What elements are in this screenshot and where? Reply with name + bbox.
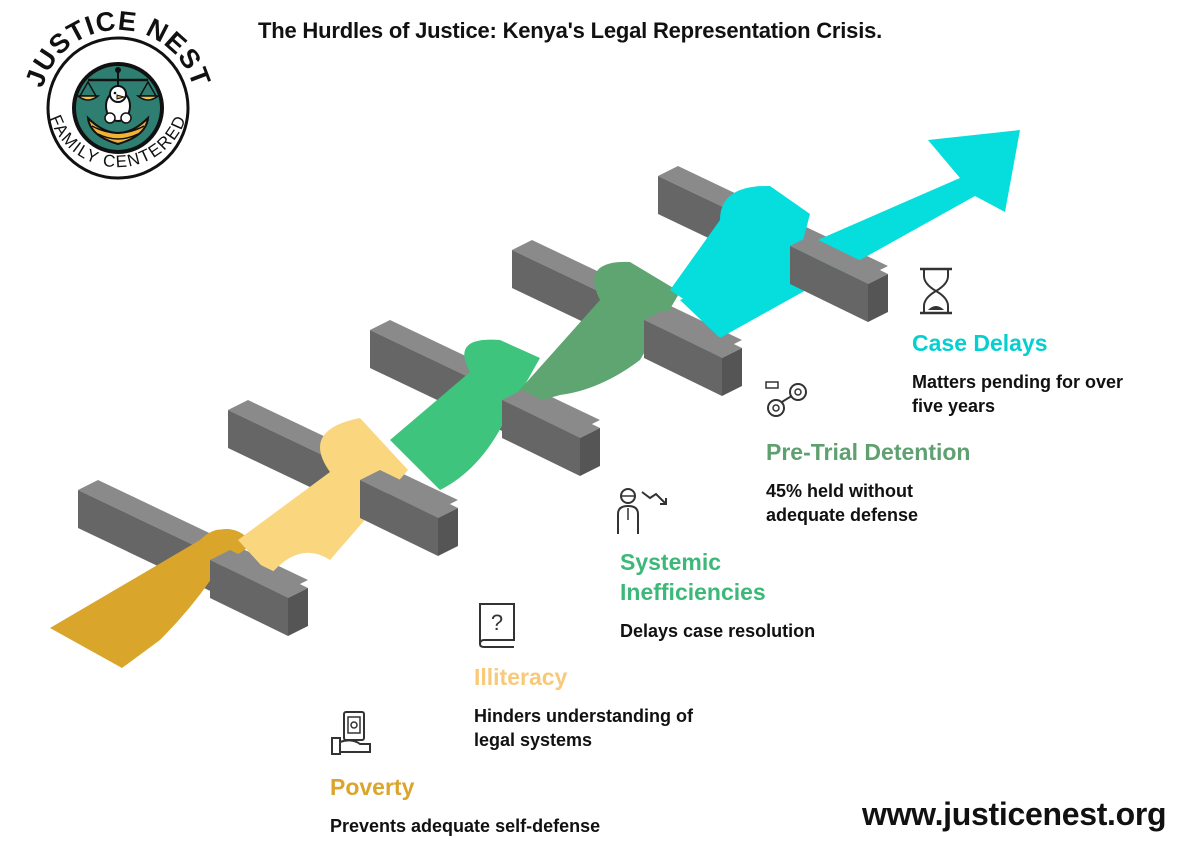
- hand-money-icon: [331, 711, 371, 755]
- barrier-front-1: [210, 550, 308, 636]
- stage-casedelays: Case Delays Matters pending for over fiv…: [912, 328, 1152, 418]
- stage-pretrial: Pre-Trial Detention 45% held without ade…: [766, 437, 1006, 527]
- stage-heading: Systemic Inefficiencies: [620, 549, 766, 605]
- barrier-front-5: [790, 236, 888, 322]
- stage-heading: Poverty: [330, 774, 415, 800]
- stage-description: Delays case resolution: [620, 621, 816, 641]
- ribbon-segment-casedelays: [670, 185, 810, 313]
- stage-description: Hinders understanding of legal systems: [474, 706, 694, 750]
- handcuffs-icon: [765, 381, 807, 417]
- barrier-front-2: [360, 470, 458, 556]
- person-decline-icon: [617, 488, 667, 534]
- stage-illiteracy: Illiteracy Hinders understanding of lega…: [474, 662, 734, 752]
- stage-poverty: Poverty Prevents adequate self-defense: [330, 772, 650, 838]
- ribbon-segment-pretrial: [500, 261, 680, 412]
- hourglass-icon: [920, 267, 952, 315]
- justice-nest-logo: JUSTICE NEST FAMILY CENTERED: [20, 8, 215, 180]
- barrier-front-4: [644, 310, 742, 396]
- stage-heading: Pre-Trial Detention: [766, 439, 971, 465]
- question-book-icon: ?: [479, 603, 515, 648]
- stage-description: 45% held without adequate defense: [766, 481, 919, 525]
- barrier-front-3: [502, 390, 600, 476]
- page-title: The Hurdles of Justice: Kenya's Legal Re…: [258, 18, 883, 43]
- stage-heading: Illiteracy: [474, 664, 568, 690]
- stage-description: Matters pending for over five years: [912, 372, 1124, 416]
- website-url[interactable]: www.justicenest.org: [862, 796, 1167, 832]
- stage-heading: Case Delays: [912, 330, 1048, 356]
- stage-systemic: Systemic Inefficiencies Delays case reso…: [620, 547, 840, 643]
- stage-description: Prevents adequate self-defense: [330, 816, 601, 836]
- ribbon-segment-systemic: [390, 339, 540, 490]
- ribbon-segment-illiteracy: [238, 418, 408, 575]
- svg-text:?: ?: [491, 610, 503, 635]
